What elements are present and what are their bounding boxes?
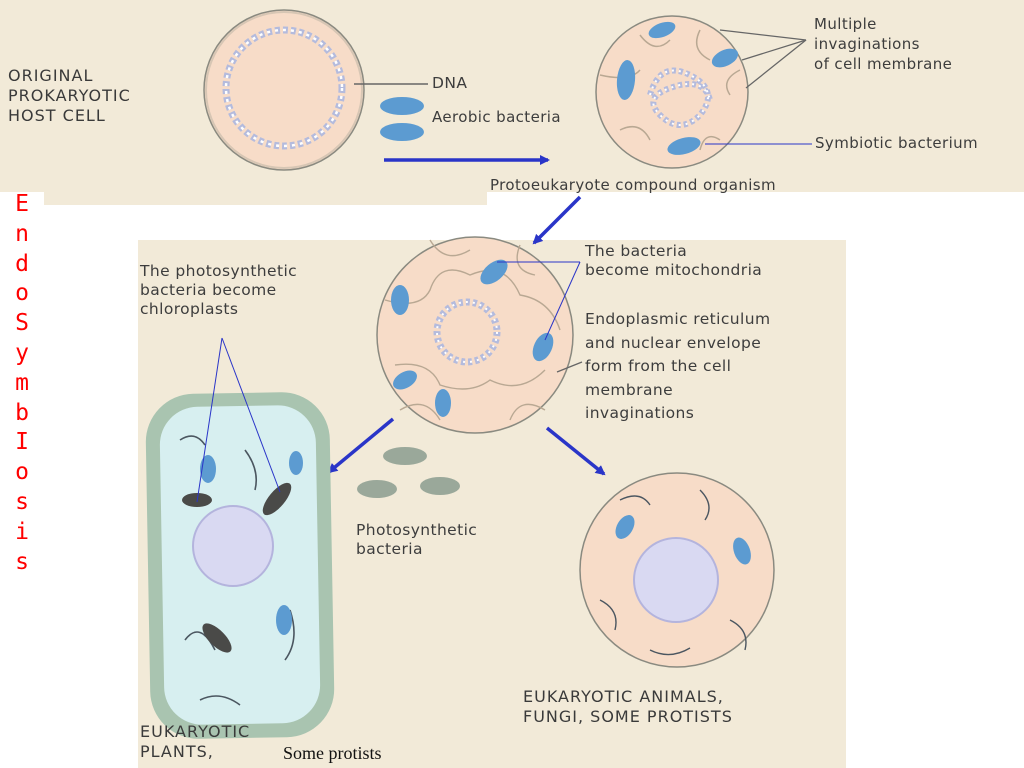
title-letter: i — [15, 518, 29, 545]
title-letter: d — [15, 250, 29, 277]
title-letter: o — [15, 459, 29, 486]
invaginations-label: Multiple invaginations of cell membrane — [814, 15, 953, 73]
title-letter: n — [15, 220, 29, 247]
animal-cell — [579, 472, 775, 668]
some-protists-note: Some protists — [283, 743, 382, 763]
photosynthetic-bacteria-label: Photosynthetic bacteria — [356, 521, 478, 558]
chloroplast-leader-lines — [196, 337, 281, 503]
title-letter: S — [15, 310, 29, 337]
title-letter: s — [15, 488, 29, 515]
arrow-to-endosymbiont-cell — [532, 195, 582, 245]
endosymbiosis-vertical-title: E n d o S y m b I o s i s — [0, 190, 44, 768]
aerobic-bacterium — [380, 123, 424, 141]
title-letter: s — [15, 548, 29, 575]
plants-label: EUKARYOTIC PLANTS, — [140, 722, 251, 761]
aerobic-bacterium — [380, 97, 424, 115]
mitochondria-label: The bacteria become mitochondria — [585, 242, 763, 279]
symbiotic-bacterium-label: Symbiotic bacterium — [815, 134, 979, 152]
mitochondria-leader-lines — [497, 261, 581, 341]
plant-cell — [145, 392, 335, 739]
photosynthetic-bacterium — [383, 447, 427, 465]
dna-label: DNA — [432, 74, 468, 92]
invagination-leader-lines — [719, 29, 807, 89]
photosynthetic-bacterium — [357, 480, 397, 498]
protoeukaryote-label: Protoeukaryote compound organism — [490, 176, 777, 194]
arrow-to-animal-cell — [545, 426, 606, 476]
protoeukaryote-cell — [595, 15, 749, 169]
title-letter: E — [15, 191, 29, 217]
aerobic-bacteria-label: Aerobic bacteria — [432, 108, 561, 126]
title-letter: o — [15, 280, 29, 307]
title-letter: b — [15, 399, 29, 426]
photosynthetic-bacterium — [420, 477, 460, 495]
animals-fungi-label: EUKARYOTIC ANIMALS, FUNGI, SOME PROTISTS — [523, 687, 733, 726]
er-label: Endoplasmic reticulum and nuclear envelo… — [585, 310, 771, 422]
title-letter: I — [15, 429, 29, 456]
title-letter: y — [15, 339, 29, 366]
arrow-to-plant-cell — [327, 417, 395, 474]
chloroplast-label: The photosynthetic bacteria become chlor… — [140, 262, 298, 318]
endosymbiont-cell — [376, 236, 574, 434]
er-leader-line — [556, 361, 583, 373]
host-cell-label: ORIGINAL PROKARYOTIC HOST CELL — [8, 66, 131, 125]
top-panel-extension — [44, 192, 487, 205]
title-letter: m — [15, 369, 29, 396]
prokaryotic-host-cell — [203, 9, 365, 171]
